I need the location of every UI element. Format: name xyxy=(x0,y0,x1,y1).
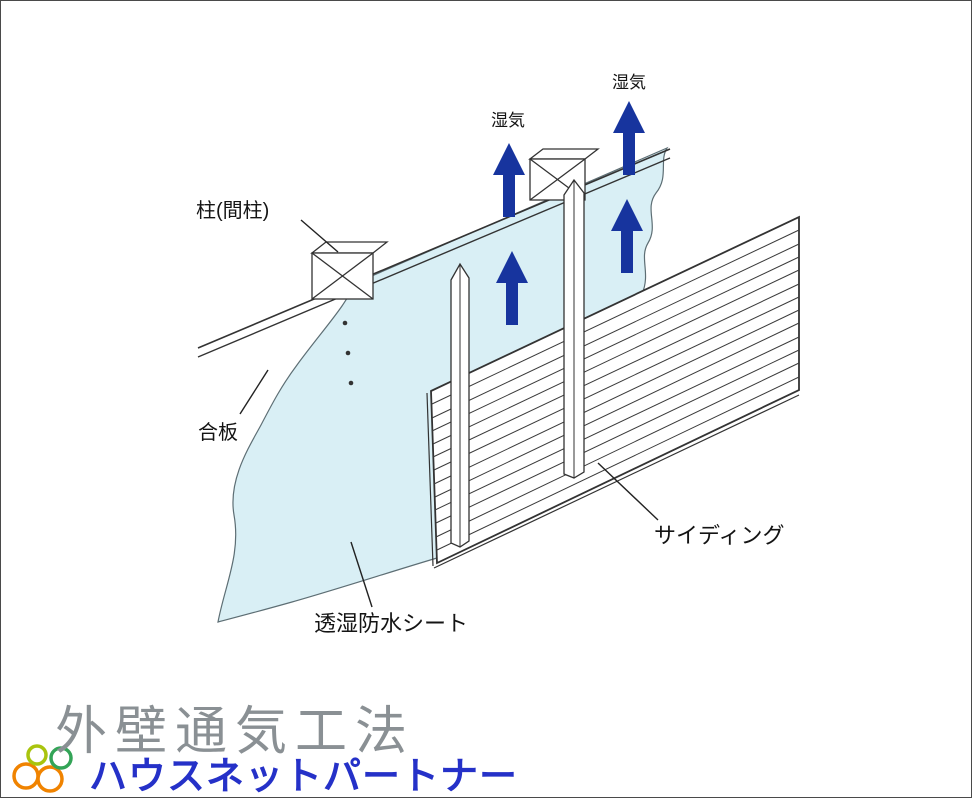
logo-ring-yellow-green xyxy=(26,744,48,766)
siding-board-line xyxy=(436,376,800,551)
nail-dot xyxy=(342,320,348,326)
logo-ring-orange xyxy=(12,762,40,790)
moisture-arrow xyxy=(493,143,525,217)
siding-board-line xyxy=(435,349,800,524)
siding-face xyxy=(430,215,800,565)
logo-ring-orange xyxy=(36,765,64,793)
pillar-top-face xyxy=(310,241,389,254)
pillar-section-left xyxy=(310,241,389,300)
label-moisture-top: 湿気 xyxy=(612,73,646,92)
furring-strip-left xyxy=(450,262,470,548)
pillar-section-upper xyxy=(528,148,600,201)
label-pillar: 柱(間柱) xyxy=(196,200,270,222)
siding-board-line xyxy=(431,256,800,432)
logo-ring-green xyxy=(49,746,73,770)
pillar-leader-line xyxy=(300,219,339,253)
siding-board-line xyxy=(431,229,800,405)
pillar-x-brace xyxy=(311,252,374,300)
plywood-leader-line xyxy=(239,369,269,415)
siding-board-line xyxy=(434,336,800,511)
diagram-title: 外壁通気工法 xyxy=(55,704,416,761)
furring-strip-right xyxy=(563,178,585,479)
siding-board-line xyxy=(435,362,800,538)
sheet-leader-line xyxy=(350,541,373,608)
brand-logo xyxy=(12,744,73,793)
rail-line-bottom xyxy=(197,157,671,358)
siding-board-line xyxy=(432,269,800,445)
label-moisture-mid: 湿気 xyxy=(491,111,525,130)
brand-name: ハウスネットパートナー xyxy=(89,756,519,798)
label-plywood: 合板 xyxy=(198,422,238,444)
nail-dot xyxy=(345,350,351,356)
siding-board-line xyxy=(434,322,800,498)
label-siding: サイディング xyxy=(654,523,785,548)
siding-board-line xyxy=(433,309,800,485)
siding-board-line xyxy=(433,296,800,471)
rail-line-top xyxy=(197,148,671,349)
label-sheet: 透湿防水シート xyxy=(314,611,469,636)
siding-leader-line xyxy=(597,462,659,521)
pillar-top-face xyxy=(528,148,600,160)
siding-board-line xyxy=(431,243,800,419)
siding-board-line xyxy=(432,283,800,458)
siding-edge-thickness xyxy=(426,392,434,567)
pillar-x-brace xyxy=(529,158,586,201)
siding-panel xyxy=(426,215,800,569)
nail-dot xyxy=(348,380,354,386)
